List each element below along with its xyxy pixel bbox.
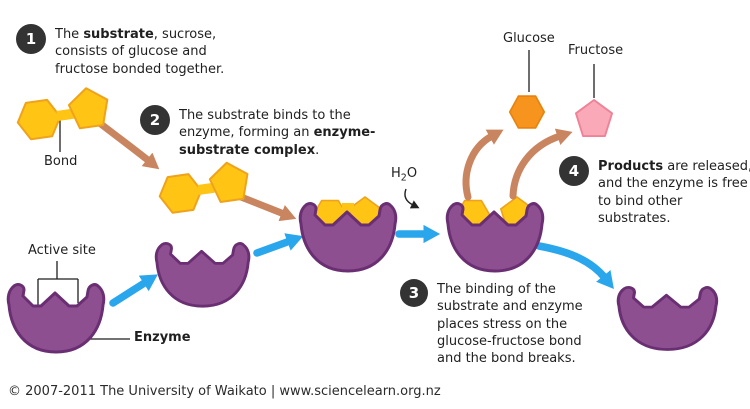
- arrow-glucose-release: [462, 129, 504, 201]
- bond-label: Bond: [44, 154, 78, 169]
- fructose-pentagon-shape: [575, 99, 613, 138]
- arrow-enzyme-step1: [109, 274, 158, 307]
- step-3-text: The binding of the substrate and enzyme …: [437, 282, 583, 367]
- active-site-bracket: [37, 261, 79, 305]
- step-3: 3 The binding of the substrate and enzym…: [400, 279, 589, 367]
- copyright-footer: © 2007-2011 The University of Waikato | …: [8, 384, 441, 399]
- step-4-text: Products are released, and the enzyme is…: [598, 159, 750, 226]
- sucrose-substrate-shape-2: [156, 160, 251, 214]
- step-1-badge: 1: [16, 24, 46, 54]
- enzyme-label: Enzyme: [134, 330, 191, 345]
- step-4: 4 Products are released, and the enzyme …: [559, 156, 750, 227]
- glucose-hexagon-shape: [508, 95, 546, 129]
- step-1: 1 The substrate, sucrose, consists of gl…: [16, 24, 233, 78]
- arrow-h2o-pointer: [404, 188, 420, 209]
- arrow-enzyme-step2: [253, 233, 304, 257]
- fructose-label: Fructose: [568, 43, 624, 58]
- step-2: 2 The substrate binds to the enzyme, for…: [140, 105, 379, 159]
- arrow-fructose-release: [509, 128, 573, 200]
- glucose-label: Glucose: [503, 31, 555, 46]
- step-1-text: The substrate, sucrose, consists of gluc…: [55, 27, 225, 77]
- enzyme-shape-1: [6, 283, 106, 354]
- sucrose-substrate-shape-1: [14, 86, 111, 141]
- step-4-badge: 4: [559, 156, 589, 186]
- active-site-label: Active site: [28, 243, 96, 258]
- arrow-enzyme-release: [535, 242, 614, 289]
- enzyme-substrate-complex-shape: [298, 196, 398, 273]
- h2o-label: H2O: [391, 166, 418, 184]
- step-2-text: The substrate binds to the enzyme, formi…: [179, 108, 376, 158]
- broken-bond-complex-shape: [445, 196, 545, 273]
- step-3-badge: 3: [400, 279, 428, 307]
- enzyme-shape-2: [154, 242, 251, 308]
- step-2-badge: 2: [140, 105, 170, 135]
- free-enzyme-shape: [616, 285, 719, 352]
- arrow-substrate-to-enzyme: [237, 193, 297, 222]
